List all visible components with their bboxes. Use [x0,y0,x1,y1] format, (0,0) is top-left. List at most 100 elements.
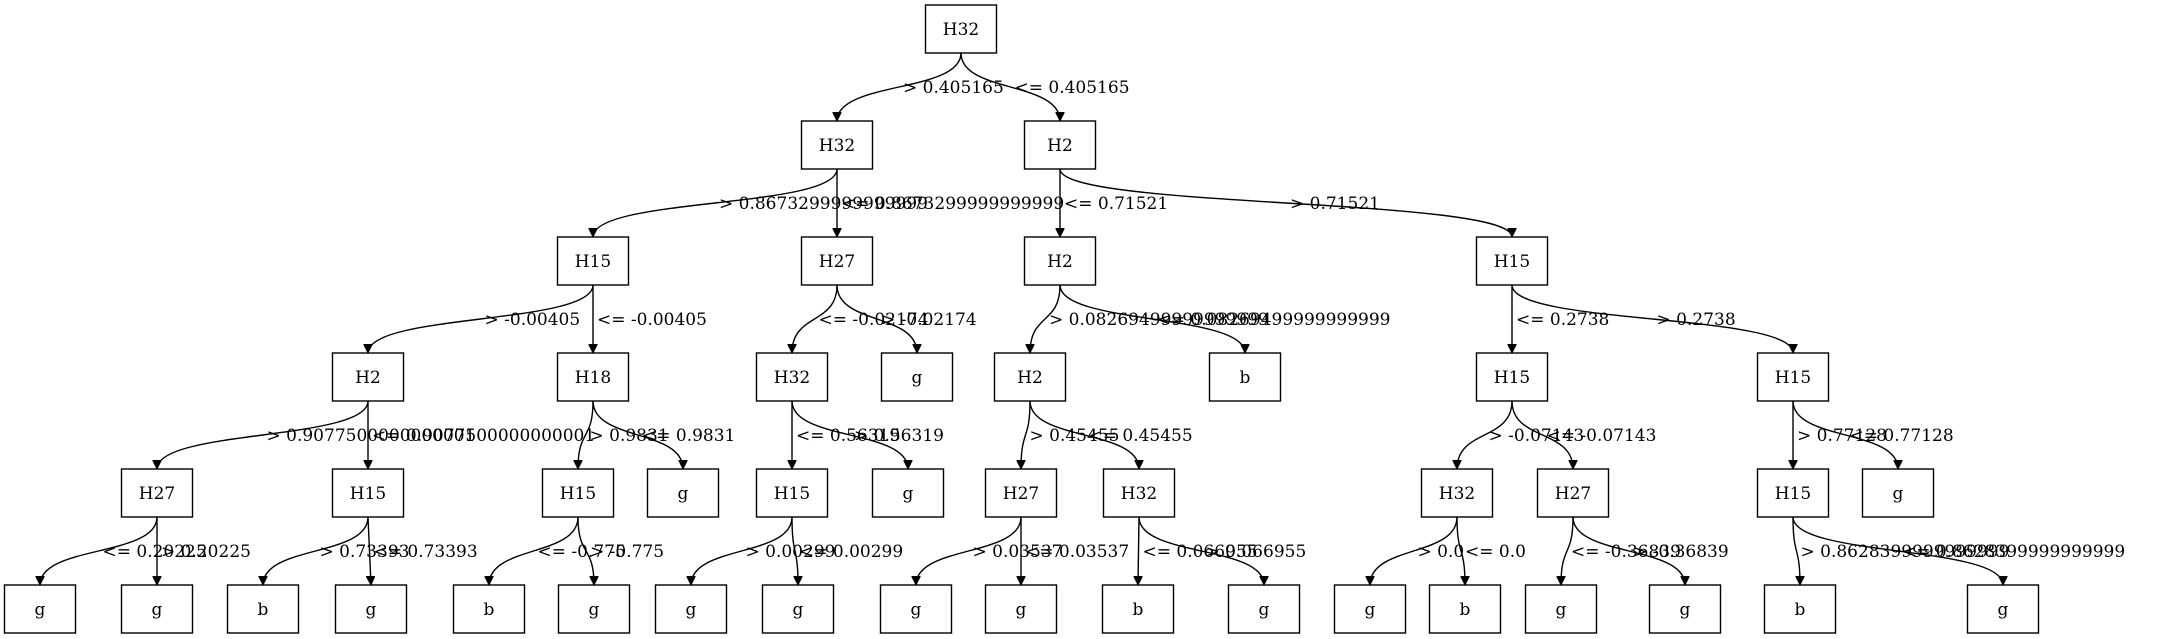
node-label: g [678,484,689,504]
edge-n14-n26 [1792,400,1898,470]
edge-label: <= 0.405165 [1015,78,1130,98]
node-label: b [1795,600,1806,620]
node-box [120,584,194,634]
edge-label: > 0.71521 [1290,194,1380,214]
edge-label: <= -0.775 [538,542,626,562]
tree-node: g [3,584,77,634]
tree-node: H15 [556,236,630,286]
tree-node: g [761,584,835,634]
edge-label: <= -0.36839 [1571,542,1681,562]
edge-label: > 0.56319 [854,426,944,446]
tree-node: H2 [1023,120,1097,170]
node-label: H15 [350,484,386,504]
tree-node: g [1648,584,1722,634]
node-box [452,584,526,634]
tree-node: b [452,584,526,634]
tree-node: H15 [1756,352,1830,402]
edge-label: > 0.8673299999999999 [719,194,928,214]
node-box [1428,584,1502,634]
edge-label: <= 0.20225 [103,542,207,562]
edge-label: <= 0.08269499999999999 [1157,310,1391,330]
node-box [879,584,953,634]
node-box [1023,120,1097,170]
tree-node: b [1101,584,1175,634]
node-label: H15 [774,484,810,504]
edge-n16-n29 [263,516,369,586]
edge-n3-n7 [368,284,594,354]
tree-node: g [879,584,953,634]
edge-n5-n11 [1030,284,1061,353]
edge-n25-n43 [1792,516,1800,585]
node-box [984,468,1058,518]
edge-n13-n23 [1457,400,1513,469]
edge-n8-n17 [578,400,594,469]
tree-node: H27 [984,468,1058,518]
node-box [1101,584,1175,634]
tree-node: g [1333,584,1407,634]
edge-n0-n2 [960,52,1060,121]
node-box [1227,584,1301,634]
edge-label: <= 0.00299 [799,542,903,562]
node-label: g [903,484,914,504]
edge-n24-n42 [1572,516,1685,586]
edge-label: > 0.066955 [1206,542,1307,562]
node-box [761,584,835,634]
tree-node: H32 [800,120,874,170]
tree-node: b [1428,584,1502,634]
node-box [1524,584,1598,634]
node-box [1536,468,1610,518]
tree-node: g [1524,584,1598,634]
tree-node: H15 [1475,236,1549,286]
node-label: g [366,600,377,620]
edge-n17-n32 [577,516,594,585]
node-label: g [911,600,922,620]
tree-node: g [1227,584,1301,634]
edge-n6-n14 [1511,284,1793,354]
tree-node: H32 [755,352,829,402]
node-box [226,584,300,634]
edge-n4-n10 [836,284,917,353]
edge-n19-n34 [791,516,798,585]
node-label: g [152,600,163,620]
node-box [755,352,829,402]
edge-n24-n41 [1561,516,1574,585]
node-label: H15 [1494,368,1530,388]
node-label: H18 [575,368,611,388]
tree-node: g [654,584,728,634]
edge-label: <= 0.0 [1465,542,1526,562]
tree-node: H2 [1023,236,1097,286]
edge-label: <= 0.9831 [642,426,735,446]
node-label: g [589,600,600,620]
tree-node: H18 [556,352,630,402]
node-box [924,4,998,54]
edge-n21-n35 [916,516,1022,586]
node-label: g [1556,600,1567,620]
edge-label: > -0.36839 [1633,542,1729,562]
node-label: b [1460,600,1471,620]
edge-label: > 0.73393 [320,542,410,562]
edge-label: <= 0.9077500000000001 [372,426,595,446]
node-label: g [1259,600,1270,620]
tree-node: H15 [331,468,405,518]
tree-node: H15 [541,468,615,518]
tree-node: g [984,584,1058,634]
node-label: g [1680,600,1691,620]
node-label: b [1240,368,1251,388]
tree-node: g [880,352,954,402]
node-label: g [1016,600,1027,620]
edge-label: > -0.07143 [1489,426,1585,446]
edge-n15-n27 [40,516,158,586]
tree-node: g [871,468,945,518]
edge-label: <= 0.03537 [1025,542,1129,562]
node-label: b [1133,600,1144,620]
node-box [984,584,1058,634]
node-label: H2 [1047,252,1073,272]
edge-n11-n21 [1021,400,1031,469]
node-label: H15 [575,252,611,272]
edge-label: > 0.9077500000000001 [267,426,476,446]
node-box [1102,468,1176,518]
node-box [1763,584,1837,634]
edge-n22-n38 [1138,516,1264,586]
node-box [1966,584,2040,634]
